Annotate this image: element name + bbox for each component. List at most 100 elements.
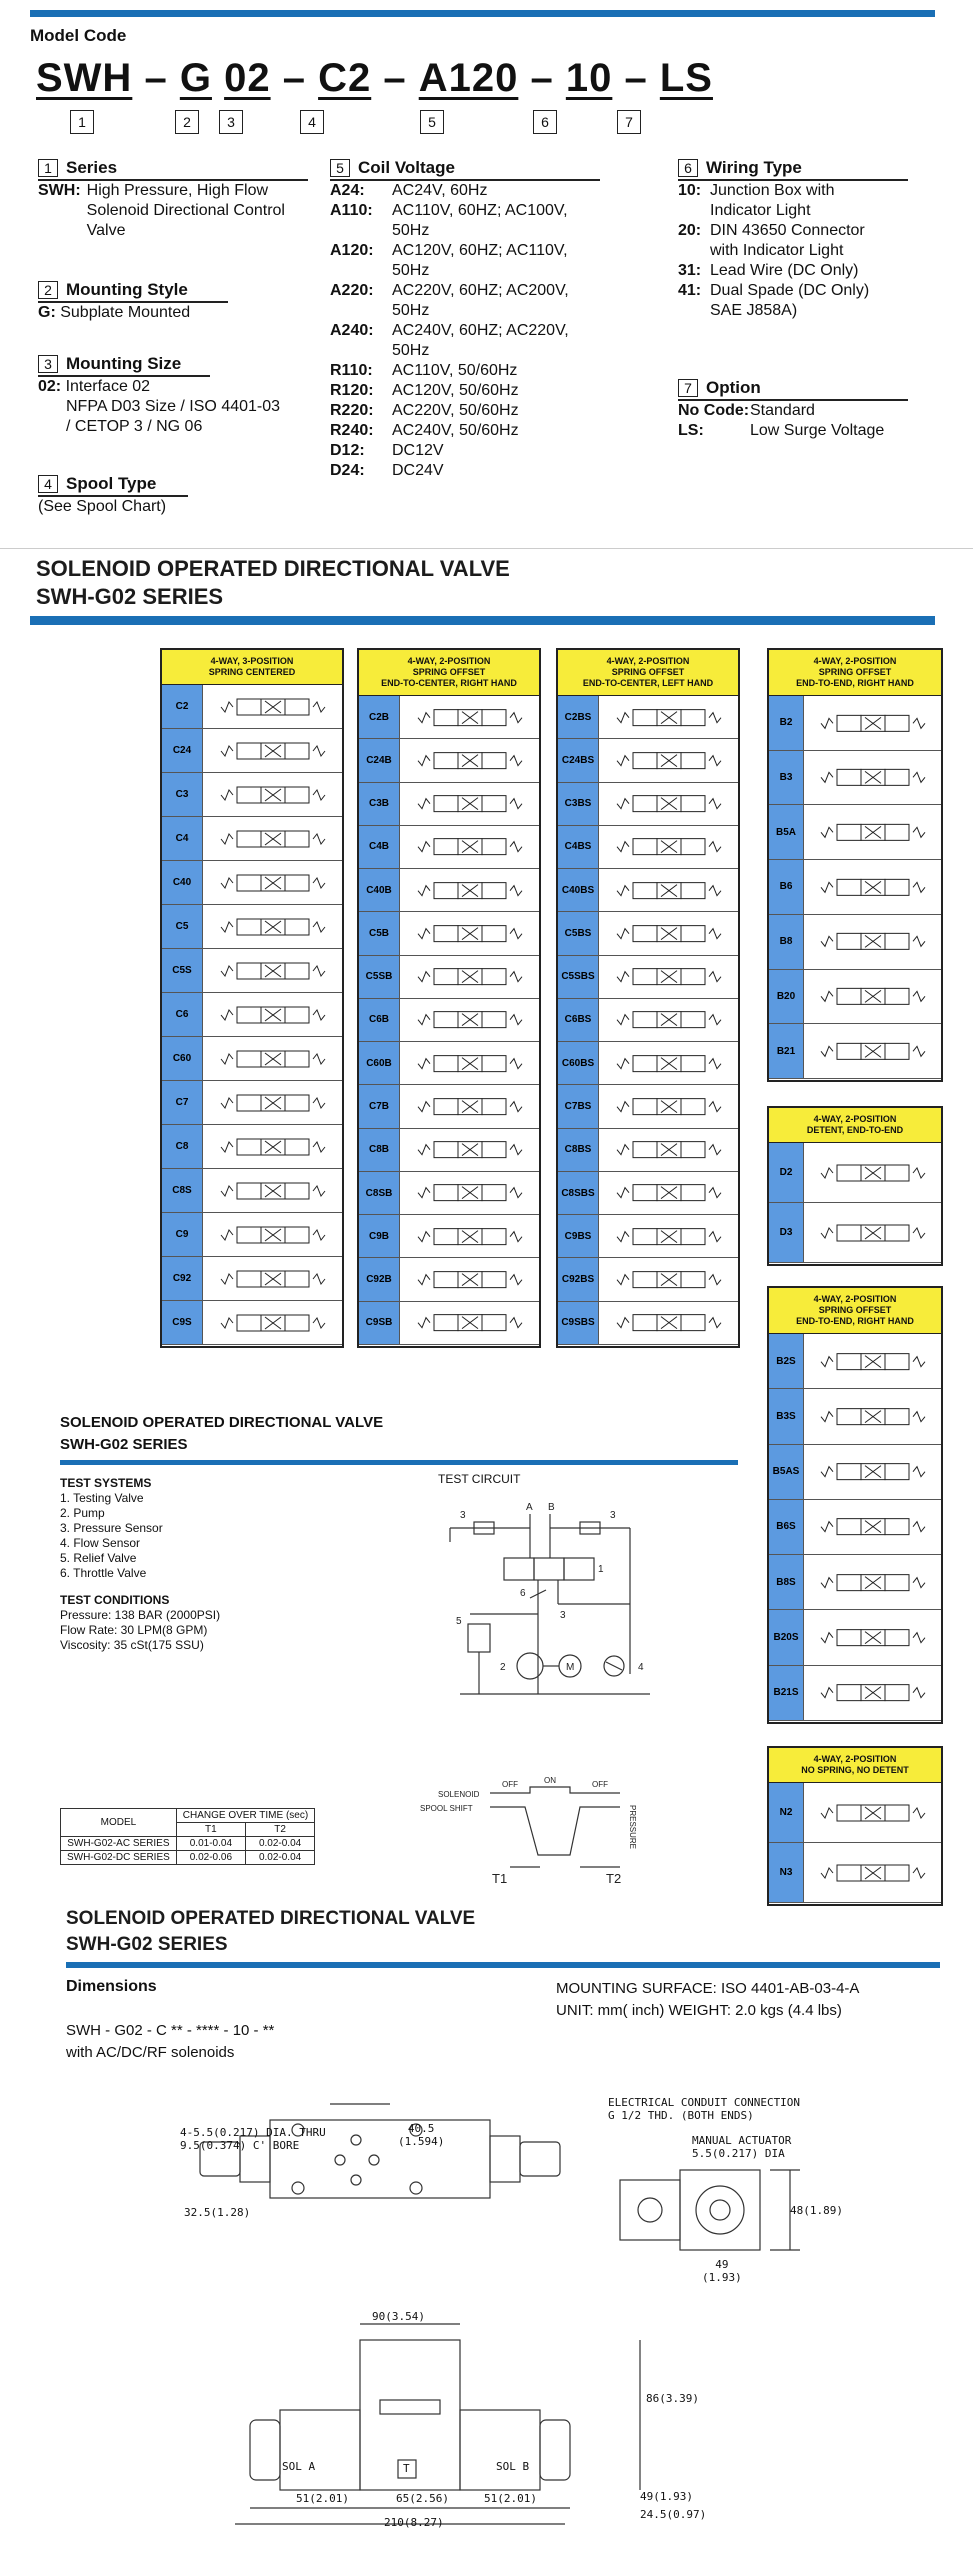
model-code: SWH – G 02 – C2 – A120 – 10 – LS	[36, 56, 713, 101]
spool-symbol-icon	[220, 1182, 325, 1199]
spool-row: C7B	[359, 1085, 539, 1129]
ct-header-t2: T2	[244, 1822, 316, 1837]
spool-code: C5SBS	[558, 955, 599, 998]
spool-symbol-icon	[417, 881, 522, 899]
dim-49: 49(1.93)	[702, 2258, 742, 2284]
spool-code: C5B	[359, 912, 400, 955]
spool-symbol-icon	[220, 1050, 325, 1067]
spool-row: C24BS	[558, 739, 738, 783]
spool-code: C4	[162, 817, 203, 860]
coil-voltage-item: D24:DC24V	[330, 462, 444, 479]
spool-row: C60B	[359, 1042, 539, 1086]
spool-symbol-icon	[220, 742, 325, 759]
svg-text:OFF: OFF	[502, 1780, 518, 1789]
spool-code: C24	[162, 729, 203, 772]
spool-row: C24	[162, 729, 342, 773]
spool-symbol-icon	[417, 795, 522, 813]
code-wiring: 10	[565, 56, 613, 100]
spool-row: C2B	[359, 696, 539, 740]
coil-voltage-item: A120:AC120V, 60HZ; AC110V, 50Hz	[330, 242, 568, 279]
spool-row: C92B	[359, 1258, 539, 1302]
list-item: 5. Relief Valve	[60, 1551, 137, 1565]
heading1-line1: SOLENOID OPERATED DIRECTIONAL VALVE	[36, 556, 510, 581]
spool-row: C9	[162, 1213, 342, 1257]
spool-symbol-icon	[820, 1864, 925, 1881]
spool-symbol-icon	[220, 1314, 325, 1331]
spool-symbol-icon	[220, 786, 325, 803]
spool-row: B21S	[769, 1665, 941, 1721]
spool-code: C9	[162, 1213, 203, 1256]
svg-text:A: A	[526, 1502, 533, 1513]
spool-row: B21	[769, 1024, 941, 1079]
svg-text:5: 5	[456, 1616, 462, 1627]
spool-row: C7BS	[558, 1085, 738, 1129]
option-item: LS:Low Surge Voltage	[678, 422, 885, 439]
spool-row: C60	[162, 1037, 342, 1081]
spool-row: B8S	[769, 1555, 941, 1611]
spool-code: C8	[162, 1125, 203, 1168]
spool-symbol-icon	[820, 1042, 925, 1060]
dim-sol-b: SOL B	[496, 2460, 530, 2473]
spool-code: C92	[162, 1257, 203, 1300]
code-voltage: A120	[418, 56, 519, 100]
heading3-line1: SOLENOID OPERATED DIRECTIONAL VALVE	[66, 1908, 476, 1929]
spool-row: C6	[162, 993, 342, 1037]
list-item: 1. Testing Valve	[60, 1491, 144, 1505]
spool-symbol-icon	[417, 838, 522, 856]
spool-row: C5S	[162, 949, 342, 993]
heading1-line2: SWH-G02 SERIES	[36, 584, 224, 609]
spool-code: C92B	[359, 1258, 400, 1301]
spool-code: C2B	[359, 696, 400, 739]
code-option: LS	[659, 56, 713, 100]
code-dash: –	[144, 56, 168, 100]
spool-symbol-icon	[417, 1098, 522, 1116]
coil-voltage-item: R240:AC240V, 50/60Hz	[330, 422, 519, 439]
spool-row: D2	[769, 1143, 941, 1203]
svg-text:1: 1	[598, 1564, 604, 1575]
list-item: 2. Pump	[60, 1506, 105, 1520]
spool-row: C5SBS	[558, 955, 738, 999]
spool-code: B21	[769, 1024, 804, 1078]
spool-row: B6S	[769, 1499, 941, 1556]
spool-code: C8BS	[558, 1128, 599, 1171]
svg-text:2: 2	[500, 1662, 506, 1673]
code-box-7: 7	[617, 110, 641, 134]
svg-text:T1: T1	[492, 1871, 507, 1886]
spool-row: C7	[162, 1081, 342, 1125]
coil-voltage-item: R120:AC120V, 50/60Hz	[330, 382, 519, 399]
heading2-line2: SWH-G02 SERIES	[60, 1436, 188, 1453]
heading3-line2: SWH-G02 SERIES	[66, 1934, 228, 1955]
spool-row: C3BS	[558, 782, 738, 826]
spool-symbol-icon	[220, 1138, 325, 1155]
spool-code: C4B	[359, 825, 400, 869]
spool-code: C8S	[162, 1169, 203, 1212]
spool-row: B20S	[769, 1610, 941, 1666]
unit-weight: UNIT: mm( inch) WEIGHT: 2.0 kgs (4.4 lbs…	[556, 2002, 842, 2019]
spool-row: C4B	[359, 825, 539, 870]
code-box-4: 4	[300, 110, 324, 134]
spool-code: B8S	[769, 1555, 804, 1610]
spool-row: B8	[769, 914, 941, 970]
svg-text:3: 3	[560, 1610, 566, 1621]
model-code-label: Model Code	[30, 26, 127, 45]
spool-symbol-icon	[220, 1270, 325, 1287]
spool-code: C6	[162, 993, 203, 1036]
spool-symbol-icon	[616, 1271, 721, 1289]
spool-row: C4BS	[558, 825, 738, 870]
spool-code: C24BS	[558, 739, 599, 782]
dim-86: 86(3.39)	[646, 2392, 699, 2405]
spool-code: D2	[769, 1143, 804, 1202]
spool-symbol-icon	[616, 838, 721, 856]
spool-row: C8SB	[359, 1171, 539, 1216]
spool-symbol-icon	[616, 924, 721, 942]
dim-65: 65(2.56)	[396, 2492, 449, 2505]
ct-header-model: MODEL	[60, 1808, 177, 1837]
